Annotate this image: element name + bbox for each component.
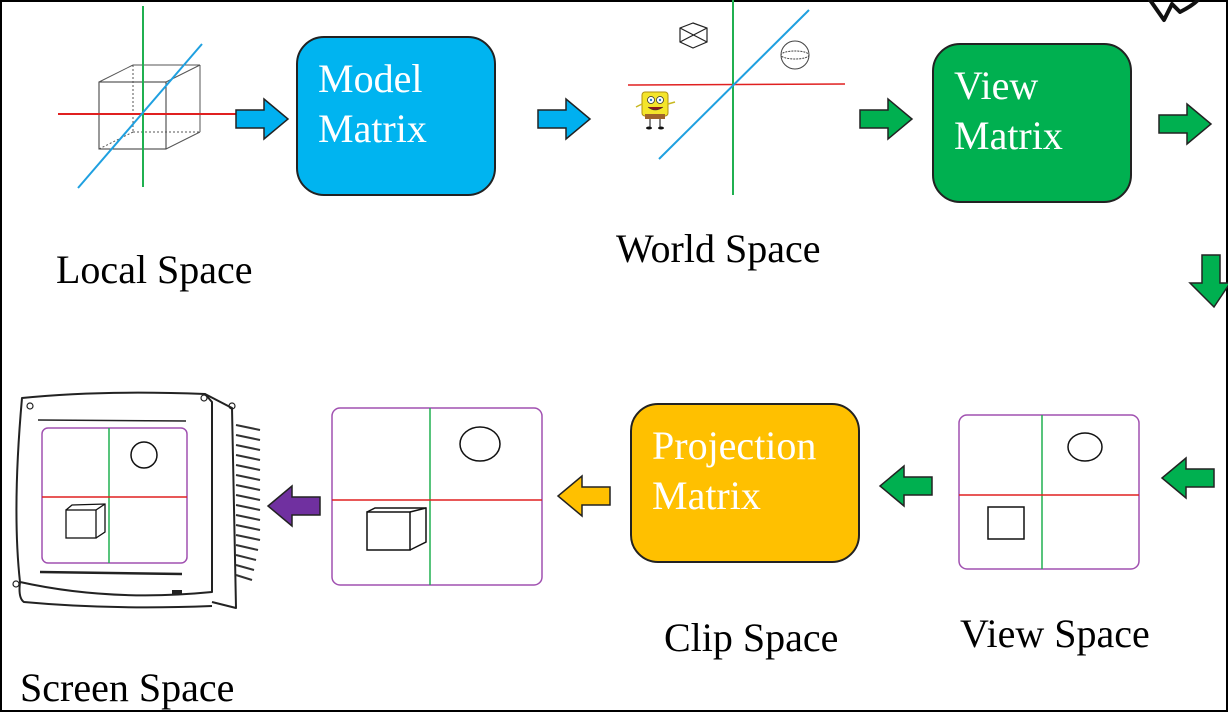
square-object [987, 506, 1025, 540]
cartoon-character-icon [635, 91, 676, 130]
arrow-left-icon [878, 464, 933, 508]
arrow-left-icon [266, 484, 321, 528]
arrow-right-icon [1158, 102, 1213, 146]
clip-space-label: Clip Space [664, 615, 839, 660]
arrow-left-icon [1160, 456, 1215, 500]
screen-space-viewport [41, 427, 188, 564]
local-space-label: Local Space [56, 247, 253, 292]
circle-object [1067, 432, 1103, 462]
monitor-vent-lines [235, 424, 261, 581]
view-matrix-line1: View [954, 63, 1039, 108]
model-matrix-box: Model Matrix [296, 36, 496, 196]
cube-object [65, 503, 106, 539]
view-space-viewport [958, 414, 1140, 570]
sphere-icon [780, 40, 810, 70]
view-matrix-line2: Matrix [954, 113, 1063, 158]
z-axis [77, 43, 203, 189]
handwritten-scribble [1148, 0, 1200, 22]
model-matrix-line2: Matrix [318, 106, 427, 151]
hexagon-cube-icon [679, 22, 708, 49]
cube-object [366, 507, 427, 551]
z-axis [658, 9, 810, 160]
arrow-left-icon [556, 474, 611, 518]
circle-object [459, 426, 501, 462]
local-space-axes-illustration [58, 6, 240, 189]
world-space-axes-illustration [627, 0, 846, 195]
arrow-right-icon [537, 97, 592, 141]
projection-matrix-line1: Projection [652, 423, 817, 468]
screen-space-label: Screen Space [20, 665, 235, 710]
projection-matrix-line2: Matrix [652, 473, 761, 518]
arrow-right-icon [235, 97, 290, 141]
x-axis [627, 83, 846, 86]
arrow-right-icon [859, 97, 914, 141]
wire-cube-icon [98, 64, 201, 150]
circle-object [130, 441, 158, 469]
world-space-label: World Space [616, 226, 821, 271]
model-matrix-line1: Model [318, 56, 423, 101]
view-matrix-box: View Matrix [932, 43, 1132, 203]
monitor-illustration [12, 391, 261, 609]
view-space-label: View Space [960, 611, 1150, 656]
clip-space-viewport [331, 407, 543, 586]
frame-right-edge [1226, 0, 1228, 712]
arrow-down-icon [1188, 254, 1228, 309]
projection-matrix-box: Projection Matrix [630, 403, 860, 563]
